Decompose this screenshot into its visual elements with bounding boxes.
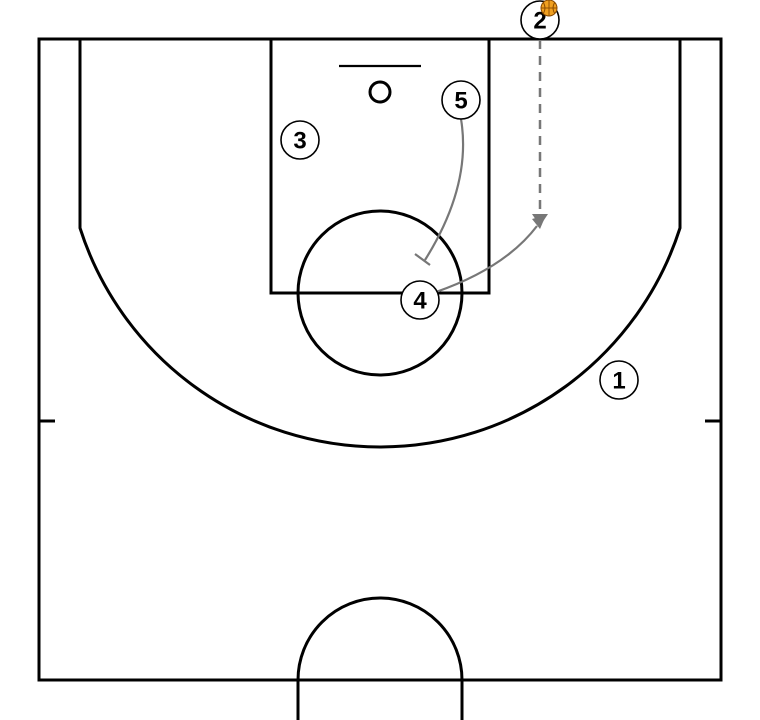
- basketball-icon: [540, 0, 558, 17]
- court-lines: [37, 37, 723, 720]
- cut-arrowhead: [532, 215, 546, 229]
- play-actions: [414, 40, 548, 294]
- player-1-label: 1: [612, 368, 625, 395]
- player-3-label: 3: [293, 128, 306, 155]
- three-point-line: [78, 39, 682, 449]
- player-5-label: 5: [454, 88, 467, 115]
- free-throw-circle: [296, 209, 464, 377]
- player-4: 4: [400, 280, 440, 320]
- free-throw-lane: [269, 37, 491, 295]
- screen-t-end: [414, 253, 431, 266]
- center-circle: [296, 596, 464, 720]
- players: 1 2 3 4 5: [280, 0, 639, 400]
- player-3: 3: [280, 120, 320, 160]
- player-4-label: 4: [413, 288, 427, 315]
- court-boundary: [37, 37, 723, 682]
- player-5: 5: [441, 80, 481, 120]
- screen-path: [424, 118, 465, 261]
- player-1: 1: [599, 360, 639, 400]
- cut-path: [435, 225, 538, 294]
- rim: [368, 80, 392, 104]
